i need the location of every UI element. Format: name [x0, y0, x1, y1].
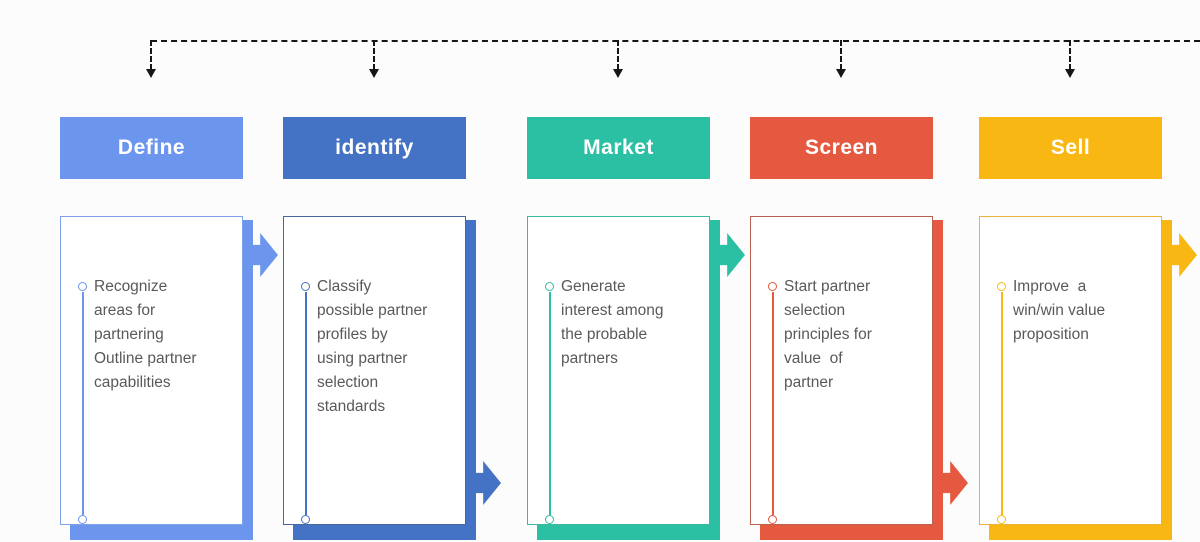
marker-line: [549, 292, 551, 515]
marker-dot-bottom: [545, 515, 554, 524]
step-card: Improve a win/win value proposition: [979, 216, 1197, 540]
timeline-marker: [768, 275, 777, 524]
step-description: Classify possible partner profiles by us…: [317, 278, 428, 415]
step-header-label: Screen: [804, 136, 879, 159]
marker-dot-bottom: [301, 515, 310, 524]
step-header-label: Market: [583, 136, 654, 159]
marker-dot-bottom: [78, 515, 87, 524]
timeline-marker: [78, 275, 87, 524]
card-face: Generate interest among the probable par…: [527, 216, 710, 525]
connector-line: [151, 40, 1200, 42]
step-sell: Sell Improve a win/win value proposition: [979, 0, 1197, 542]
down-arrow-icon: [146, 69, 156, 78]
marker-line: [772, 292, 774, 515]
step-define: Define Recognize areas for partnering Ou…: [60, 0, 278, 542]
connector-drop-line: [617, 40, 619, 70]
step-description: Start partner selection principles for v…: [784, 278, 872, 391]
timeline-marker: [997, 275, 1006, 524]
down-arrow-icon: [613, 69, 623, 78]
step-header: Market: [527, 117, 710, 179]
step-header: identify: [283, 117, 466, 179]
marker-dot-top: [545, 282, 554, 291]
step-header-label: Define: [117, 136, 186, 159]
connector-drop-line: [150, 40, 152, 70]
timeline-marker: [545, 275, 554, 524]
connector-drop-line: [840, 40, 842, 70]
marker-line: [305, 292, 307, 515]
marker-dot-top: [997, 282, 1006, 291]
connector-drop-line: [1069, 40, 1071, 70]
step-identify: identify Classify possible partner profi…: [283, 0, 501, 542]
step-card: Start partner selection principles for v…: [750, 216, 968, 540]
marker-dot-bottom: [768, 515, 777, 524]
step-header-label: Sell: [1050, 136, 1091, 159]
step-card: Recognize areas for partnering Outline p…: [60, 216, 278, 540]
card-face: Start partner selection principles for v…: [750, 216, 933, 525]
timeline-marker: [301, 275, 310, 524]
step-header: Screen: [750, 117, 933, 179]
step-header-label: identify: [335, 136, 414, 159]
down-arrow-icon: [836, 69, 846, 78]
step-card: Classify possible partner profiles by us…: [283, 216, 501, 540]
card-face: Improve a win/win value proposition: [979, 216, 1162, 525]
marker-dot-top: [301, 282, 310, 291]
down-arrow-icon: [1065, 69, 1075, 78]
card-face: Classify possible partner profiles by us…: [283, 216, 466, 525]
marker-line: [1001, 292, 1003, 515]
step-screen: Screen Start partner selection principle…: [750, 0, 968, 542]
step-description: Recognize areas for partnering Outline p…: [94, 278, 197, 391]
marker-dot-top: [768, 282, 777, 291]
step-card: Generate interest among the probable par…: [527, 216, 745, 540]
connector-drop-line: [373, 40, 375, 70]
step-description: Generate interest among the probable par…: [561, 278, 664, 367]
step-market: Market Generate interest among the proba…: [527, 0, 745, 542]
down-arrow-icon: [369, 69, 379, 78]
step-header: Sell: [979, 117, 1162, 179]
marker-dot-top: [78, 282, 87, 291]
step-description: Improve a win/win value proposition: [1013, 278, 1106, 343]
step-header: Define: [60, 117, 243, 179]
marker-dot-bottom: [997, 515, 1006, 524]
card-face: Recognize areas for partnering Outline p…: [60, 216, 243, 525]
marker-line: [82, 292, 84, 515]
